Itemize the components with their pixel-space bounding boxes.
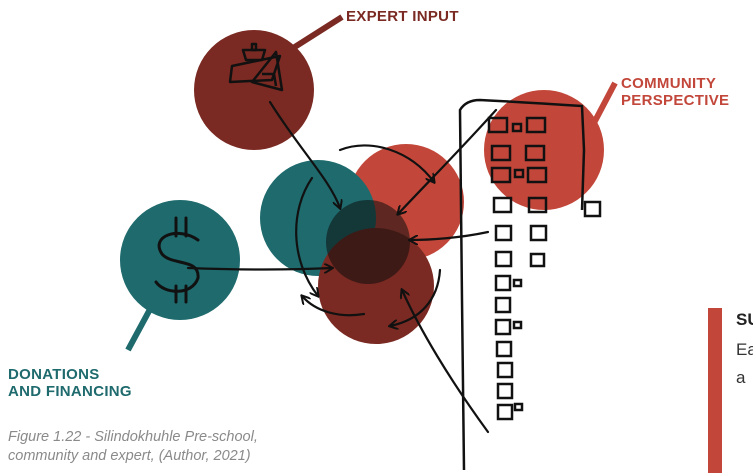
flow-arrows bbox=[186, 100, 498, 434]
caption-line-2: community and expert, (Author, 2021) bbox=[8, 448, 251, 464]
dollar-icon bbox=[154, 216, 200, 304]
summary-text-line-1: Ea bbox=[736, 340, 753, 359]
expert-input-circle bbox=[194, 30, 314, 150]
expert-leader-line bbox=[288, 14, 344, 53]
drafting-tools-icon bbox=[228, 42, 284, 92]
caption-line-1: Figure 1.22 - Silindokhuhle Pre-school, bbox=[8, 429, 258, 445]
central-core-overlap bbox=[326, 200, 410, 284]
expert-input-label: EXPERT INPUT bbox=[346, 8, 459, 25]
summary-accent-bar bbox=[708, 308, 722, 473]
summary-title: SU bbox=[736, 310, 753, 329]
donations-circle bbox=[120, 200, 240, 320]
figure-caption: Figure 1.22 - Silindokhuhle Pre-school, … bbox=[8, 428, 308, 466]
building-icon bbox=[458, 98, 602, 471]
summary-text-line-2: a bbox=[736, 368, 746, 387]
